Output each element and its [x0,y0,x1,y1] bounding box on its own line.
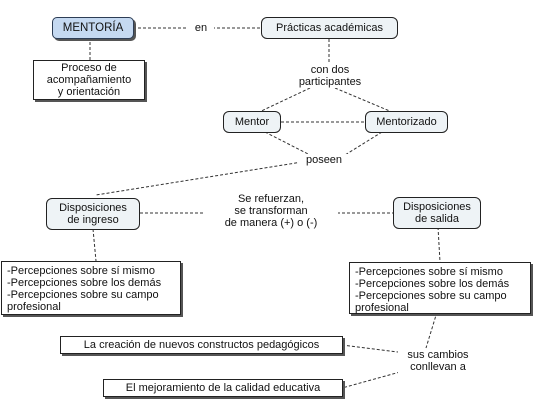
node-mentorizado[interactable]: Mentorizado [365,111,448,133]
link-label-se-refuerzan: Se refuerzan, se transforman de manera (… [204,193,338,229]
line-con-mentor [254,87,311,115]
line-con-mentorizado [334,87,393,113]
node-mentoria[interactable]: MENTORÍA [52,17,134,39]
node-practicas-academicas[interactable]: Prácticas académicas [261,17,398,39]
node-mentor[interactable]: Mentor [223,111,281,133]
node-percepciones-ingreso[interactable]: -Percepciones sobre sí mismo -Percepcion… [1,261,181,315]
link-label-sus-cambios: sus cambios conllevan a [398,349,478,373]
line-percep-cambios [425,311,438,349]
line-salida-percep [437,226,441,263]
node-percepciones-salida[interactable]: -Percepciones sobre sí mismo -Percepcion… [349,262,531,314]
line-cambios-mejoramiento [341,371,401,389]
node-disposiciones-ingreso[interactable]: Disposiciones de ingreso [46,198,140,230]
node-proceso-acompanamiento[interactable]: Proceso de acompañamiento y orientación [33,60,145,100]
line-mentorizado-poseen [344,131,383,156]
link-label-poseen: poseen [298,154,350,166]
node-disposiciones-salida[interactable]: Disposiciones de salida [393,197,481,229]
line-creacion-cambios [341,344,399,353]
line-ingreso-percep [92,228,97,262]
node-creacion-constructos[interactable]: La creación de nuevos constructos pedagó… [60,336,343,354]
line-mentor-poseen [264,131,311,156]
node-mejoramiento-calidad[interactable]: El mejoramiento de la calidad educativa [103,379,343,397]
link-label-en: en [188,22,214,34]
line-poseen-ingreso [95,161,303,196]
link-label-con-dos-participantes: con dos participantes [290,64,370,88]
